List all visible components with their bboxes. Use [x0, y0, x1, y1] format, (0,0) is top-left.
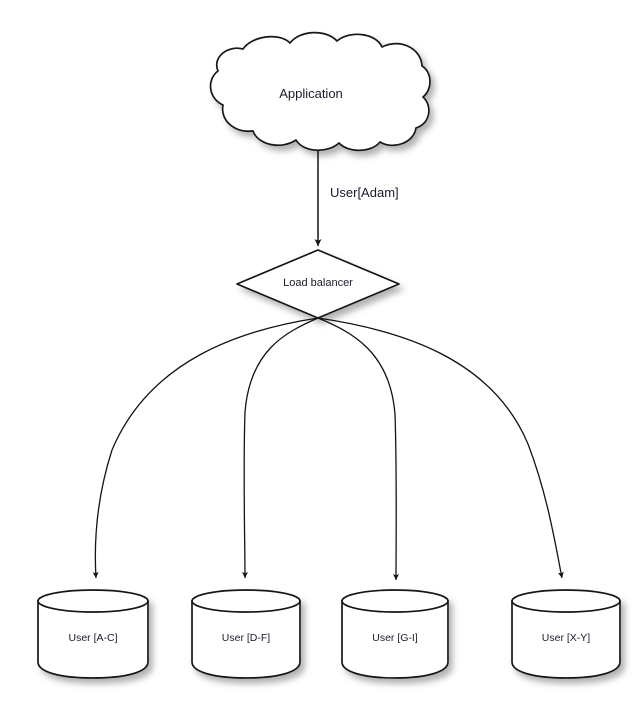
edge-lb-to-db-0-line: [92, 317, 319, 579]
node-db-2-shape: [341, 589, 449, 679]
node-db-3-shape: [511, 589, 621, 679]
node-load-balancer-label: Load balancer: [283, 277, 353, 289]
edge-lb-to-db-1-line: [242, 317, 319, 579]
edge-app-to-lb-label: User[Adam]: [330, 185, 399, 200]
node-db-2-label: User [G-I]: [372, 632, 418, 644]
node-db-3-label: User [X-Y]: [541, 632, 591, 644]
node-application-label: Application: [279, 86, 343, 101]
node-db-1-shape: [191, 589, 301, 679]
edge-fanout-group: [92, 317, 564, 581]
edge-lb-to-db-2-line: [317, 317, 399, 581]
node-db-0-label: User [A-C]: [68, 632, 118, 644]
edge-lb-to-db-3-line: [317, 317, 564, 579]
node-db-1-label: User [D-F]: [221, 632, 271, 644]
node-application-shape: [209, 31, 431, 152]
node-db-0-shape: [37, 589, 149, 679]
